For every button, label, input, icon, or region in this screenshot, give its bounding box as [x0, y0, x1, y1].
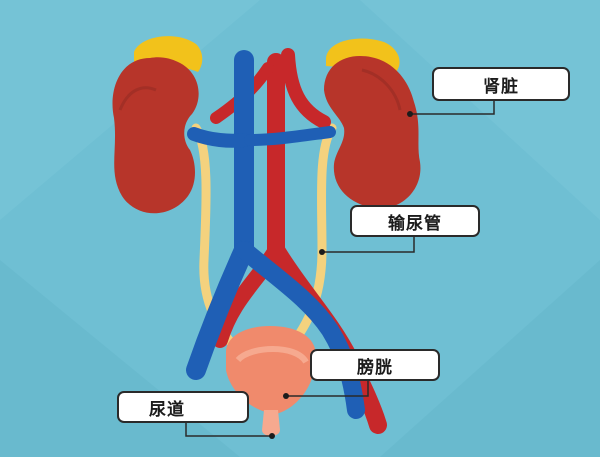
- urethra-leader-line: [185, 423, 272, 437]
- urethra: [262, 410, 280, 436]
- leader-lines: [185, 101, 495, 437]
- bladder-leader-line: [286, 381, 369, 397]
- bladder: [226, 326, 316, 414]
- urethra-label: 尿道: [117, 391, 249, 423]
- left-kidney: [112, 57, 199, 214]
- ureter-label: 输尿管: [350, 205, 480, 237]
- vein: [186, 50, 365, 419]
- bladder-label: 膀胱: [310, 349, 440, 381]
- leader-dots: [269, 111, 413, 439]
- ureter-leader-line: [322, 237, 415, 253]
- right-kidney: [324, 56, 421, 209]
- kidney-label: 肾脏: [432, 67, 570, 101]
- kidney-leader-line: [410, 101, 495, 115]
